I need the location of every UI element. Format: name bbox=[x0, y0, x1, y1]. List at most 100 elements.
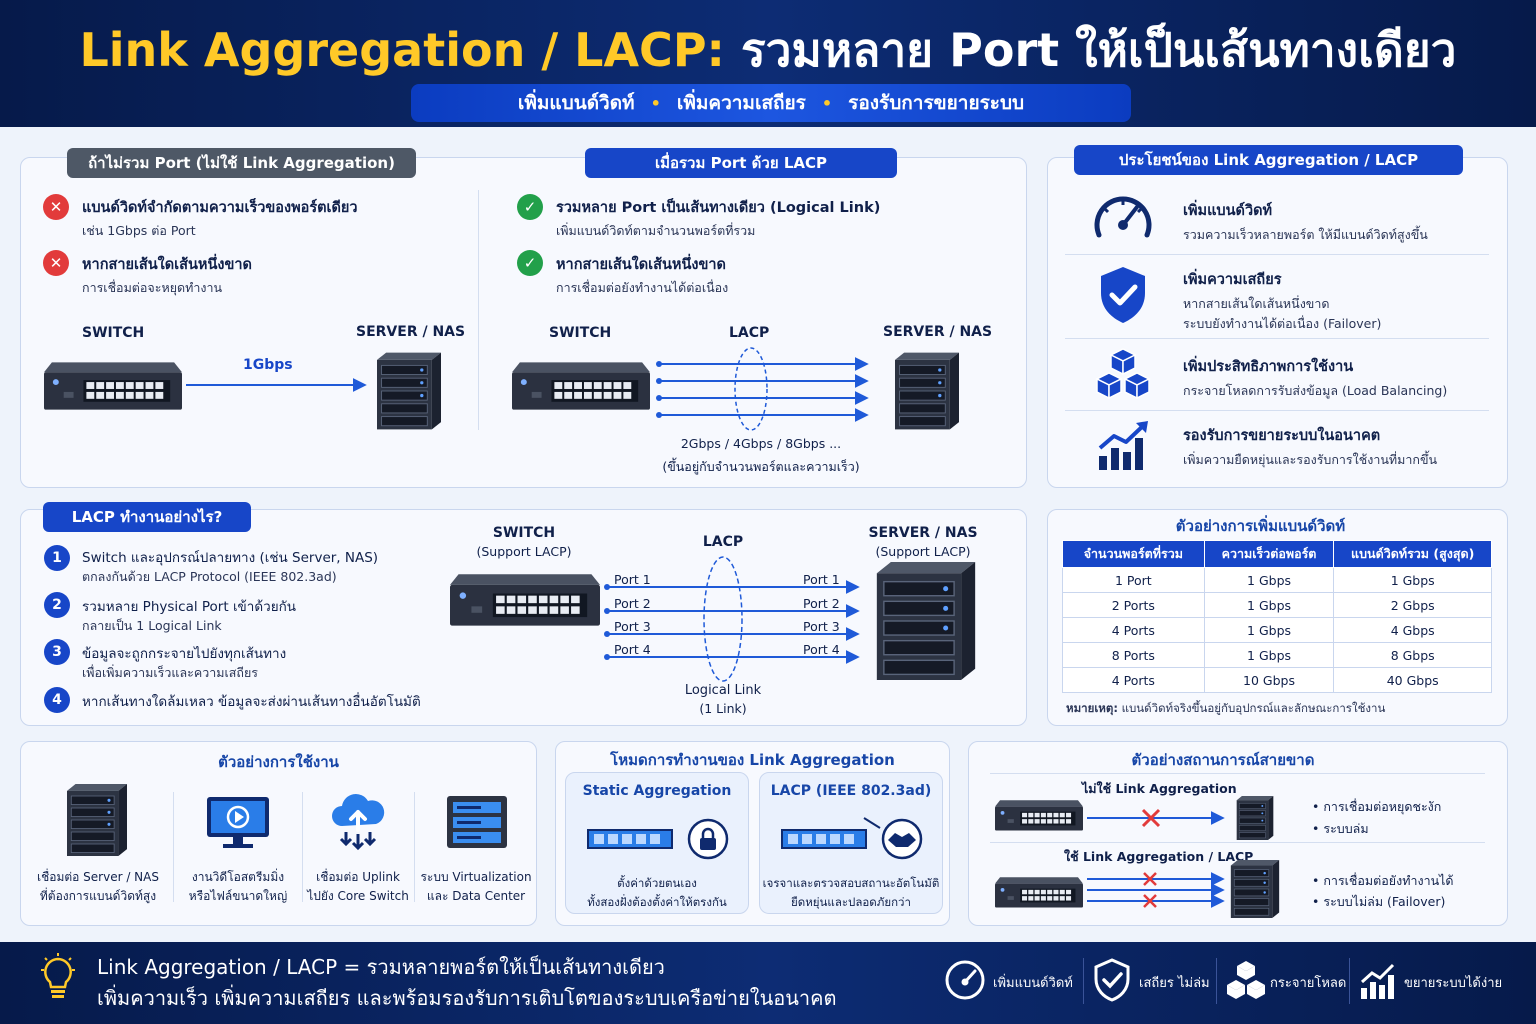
divider bbox=[1065, 410, 1489, 411]
port-label-left: Port 4 bbox=[614, 642, 651, 657]
column-header: ความเร็วต่อพอร์ต bbox=[1203, 540, 1335, 568]
link-speed-label: 1Gbps bbox=[243, 357, 293, 373]
without-item-title: แบนด์วิดท์จำกัดตามความเร็วของพอร์ตเดียว bbox=[82, 200, 358, 216]
column-header: จำนวนพอร์ตที่รวม bbox=[1062, 540, 1205, 568]
without-item-desc: เช่น 1Gbps ต่อ Port bbox=[82, 223, 196, 238]
divider bbox=[1216, 958, 1217, 1004]
server-label: SERVER / NAS bbox=[868, 525, 978, 541]
server-icon bbox=[895, 352, 959, 430]
step-line: เพื่อเพิ่มความเร็วและความเสถียร bbox=[82, 665, 258, 680]
port-label-left: Port 2 bbox=[614, 596, 651, 611]
handshake-icon bbox=[781, 817, 923, 860]
table-cell: 1 Port bbox=[1062, 567, 1205, 593]
divider bbox=[173, 792, 174, 902]
divider bbox=[414, 792, 415, 902]
bullet-separator: • bbox=[650, 93, 661, 113]
with-tab: เมื่อรวม Port ด้วย LACP bbox=[585, 148, 897, 178]
logical-link-sub: (1 Link) bbox=[699, 701, 747, 716]
divider bbox=[302, 792, 303, 902]
step-number: 2 bbox=[44, 592, 70, 618]
usecase-caption: งานวิดีโอสตรีมมิ่งหรือไฟล์ขนาดใหญ่ bbox=[175, 868, 301, 906]
error-icon: ✕ bbox=[43, 194, 69, 220]
caption-line: และ Data Center bbox=[426, 889, 526, 903]
server-icon bbox=[1236, 796, 1274, 840]
note-text: แบนด์วิดท์จริงขึ้นอยู่กับอุปกรณ์และลักษณ… bbox=[1121, 701, 1386, 715]
desc-line: เจรจาและตรวจสอบสถานะอัตโนมัติ bbox=[762, 876, 940, 890]
without-item-title: หากสายเส้นใดเส้นหนึ่งขาด bbox=[82, 257, 252, 273]
with-item-title: หากสายเส้นใดเส้นหนึ่งขาด bbox=[556, 257, 726, 273]
point-text: ระบบไม่ล่ม (Failover) bbox=[1323, 894, 1446, 909]
server-icon bbox=[66, 784, 128, 856]
static-mode-title: Static Aggregation bbox=[582, 783, 732, 799]
bandwidth-title: ตัวอย่างการเพิ่มแบนด์วิดท์ bbox=[1175, 517, 1346, 535]
failure-title: ตัวอย่างสถานการณ์สายขาด bbox=[1131, 751, 1315, 769]
table-cell: 1 Gbps bbox=[1203, 567, 1335, 593]
bandwidth-table: จำนวนพอร์ตที่รวม ความเร็วต่อพอร์ต แบนด์ว… bbox=[1062, 540, 1492, 693]
benefit-title: เพิ่มประสิทธิภาพการใช้งาน bbox=[1183, 359, 1354, 375]
table-cell: 1 Gbps bbox=[1203, 617, 1335, 643]
server-icon bbox=[1230, 860, 1280, 918]
error-icon: ✕ bbox=[43, 250, 69, 276]
page-title: Link Aggregation / LACP: รวมหลาย Port ให… bbox=[0, 14, 1536, 87]
switch-icon bbox=[995, 877, 1083, 908]
modes-title: โหมดการทำงานของ Link Aggregation bbox=[610, 751, 895, 769]
table-cell: 4 Ports bbox=[1062, 667, 1205, 693]
benefit-desc: ระบบยังทำงานได้ต่อเนื่อง (Failover) bbox=[1183, 316, 1382, 331]
desc-line: ยืดหยุ่นและปลอดภัยกว่า bbox=[791, 895, 911, 909]
server-icon bbox=[876, 562, 976, 680]
table-cell: 1 Gbps bbox=[1203, 592, 1335, 618]
footer-line-2: เพิ่มความเร็ว เพิ่มความเสถียร และพร้อมรอ… bbox=[97, 986, 837, 1010]
server-label: SERVER / NAS bbox=[356, 324, 466, 340]
server-sub-label: (Support LACP) bbox=[875, 544, 971, 559]
switch-sub-label: (Support LACP) bbox=[476, 544, 572, 559]
switch-icon bbox=[450, 574, 600, 626]
desc-line: ตั้งค่าด้วยตนเอง bbox=[617, 876, 697, 890]
port-label-right: Port 2 bbox=[803, 596, 840, 611]
table-cell: 2 Gbps bbox=[1333, 592, 1492, 618]
logical-link-label: Logical Link bbox=[684, 683, 762, 698]
step-line: Switch และอุปกรณ์ปลายทาง (เช่น Server, N… bbox=[82, 550, 379, 566]
table-cell: 8 Ports bbox=[1062, 642, 1205, 668]
table-cell: 1 Gbps bbox=[1333, 567, 1492, 593]
lightbulb-icon bbox=[41, 953, 75, 998]
footer-badge-label: เพิ่มแบนด์วิดท์ bbox=[993, 976, 1073, 991]
without-item-desc: การเชื่อมต่อจะหยุดทำงาน bbox=[82, 280, 223, 295]
caption-line: ที่ต้องการแบนด์วิดท์สูง bbox=[39, 889, 157, 903]
port-label-left: Port 1 bbox=[614, 572, 651, 587]
table-cell: 4 Ports bbox=[1062, 617, 1205, 643]
lacp-mode-title: LACP (IEEE 802.3ad) bbox=[770, 783, 932, 799]
benefit-desc: รวมความเร็วหลายพอร์ต ให้มีแบนด์วิดท์สูงข… bbox=[1183, 227, 1428, 242]
step-line: ตกลงกันด้วย LACP Protocol (IEEE 802.3ad) bbox=[82, 569, 337, 584]
cubes-icon bbox=[1095, 348, 1151, 400]
benefit-title: รองรับการขยายระบบในอนาคต bbox=[1183, 428, 1381, 444]
check-icon: ✓ bbox=[517, 250, 543, 276]
divider bbox=[1083, 958, 1084, 1004]
point-text: ระบบล่ม bbox=[1323, 821, 1369, 836]
port-label-left: Port 3 bbox=[614, 619, 651, 634]
subtitle-bar: เพิ่มแบนด์วิดท์ • เพิ่มความเสถียร • รองร… bbox=[411, 84, 1131, 122]
broken-single-link bbox=[1087, 808, 1225, 828]
panel-divider bbox=[478, 190, 479, 430]
step-number: 1 bbox=[44, 545, 70, 571]
subtitle-item: เพิ่มแบนด์วิดท์ bbox=[517, 92, 635, 114]
desc-line: ทั้งสองฝั่งต้องตั้งค่าให้ตรงกัน bbox=[587, 895, 727, 909]
step-line: รวมหลาย Physical Port เข้าด้วยกัน bbox=[82, 599, 297, 615]
cloud-uplink-icon bbox=[332, 793, 385, 851]
note-label: หมายเหตุ: bbox=[1066, 701, 1118, 715]
title-en: Link Aggregation / LACP: bbox=[79, 23, 725, 77]
la-point: • ระบบไม่ล่ม (Failover) bbox=[1312, 894, 1446, 909]
benefit-desc: กระจายโหลดการรับส่งข้อมูล (Load Balancin… bbox=[1183, 383, 1448, 398]
table-cell: 40 Gbps bbox=[1333, 667, 1492, 693]
speedometer-icon bbox=[1094, 196, 1152, 238]
with-item-title: รวมหลาย Port เป็นเส้นทางเดียว (Logical L… bbox=[556, 200, 881, 216]
la-label: ใช้ Link Aggregation / LACP bbox=[1064, 849, 1254, 864]
divider bbox=[1349, 958, 1350, 1004]
video-monitor-icon bbox=[207, 797, 269, 848]
footer-badge-label: ขยายระบบได้ง่าย bbox=[1404, 976, 1503, 991]
caption-line: หรือไฟล์ขนาดใหญ่ bbox=[188, 889, 288, 903]
lacp-mode-desc: เจรจาและตรวจสอบสถานะอัตโนมัติยืดหยุ่นและ… bbox=[759, 874, 943, 912]
